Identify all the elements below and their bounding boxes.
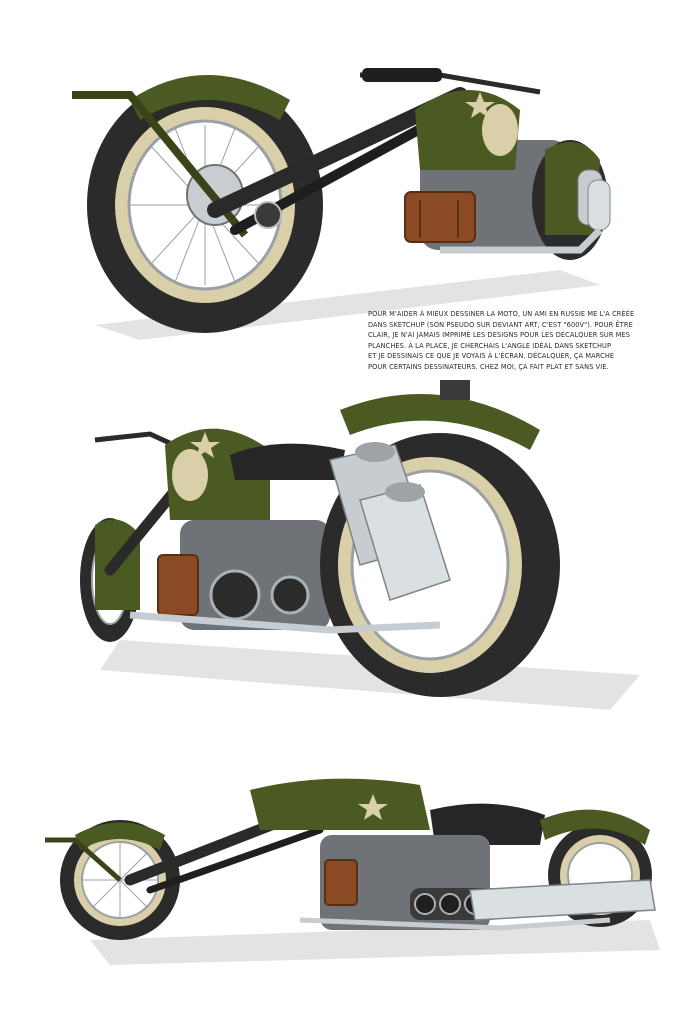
caption-line: CLAIR, JE N'AI JAMAIS IMPRIMÉ LES DESIGN… bbox=[368, 331, 631, 340]
caption-text: POUR M'AIDER À MIEUX DESSINER LA MOTO, U… bbox=[368, 309, 638, 373]
caption-line: PLANCHES. À LA PLACE, JE CHERCHAIS L'ANG… bbox=[368, 341, 612, 350]
caption-line: DANS SKETCHUP (SON PSEUDO SUR DEVIANT AR… bbox=[368, 320, 633, 329]
caption-line: POUR CERTAINS DESSINATEURS. CHEZ MOI, ÇA… bbox=[368, 362, 609, 371]
motorcycle-render-rear bbox=[80, 380, 640, 710]
motorcycle-render-side bbox=[45, 778, 660, 965]
caption-line: POUR M'AIDER À MIEUX DESSINER LA MOTO, U… bbox=[368, 310, 635, 318]
motorcycle-render-front bbox=[72, 68, 611, 340]
caption-line: ET JE DESSINAIS CE QUE JE VOYAIS À L'ÉCR… bbox=[368, 352, 615, 361]
